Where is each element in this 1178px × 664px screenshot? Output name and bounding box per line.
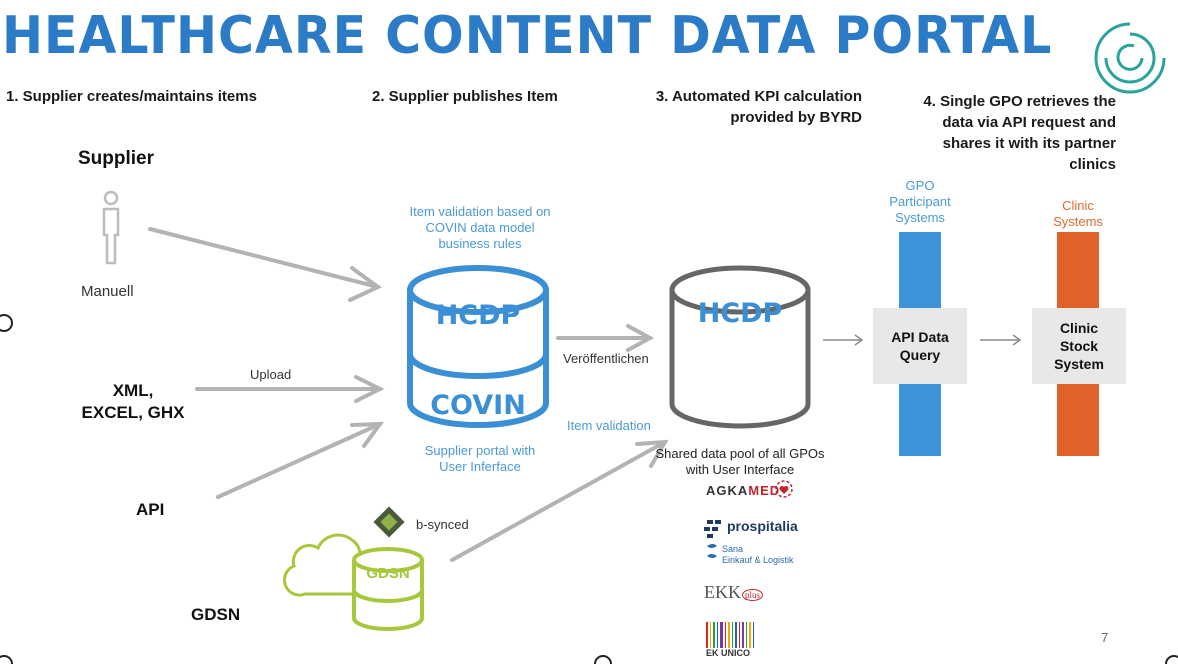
gdsn-cloud-icon <box>282 533 362 597</box>
veroeffentlichen-label: Veröffentlichen <box>563 351 649 366</box>
agkamed-logo: AGKAMED <box>706 483 781 498</box>
api-label: API <box>136 500 165 519</box>
person-icon <box>102 190 120 265</box>
ekunico-logo: EK UNICO <box>706 648 751 658</box>
sana-logo: Sana Einkauf & Logistik <box>722 544 794 565</box>
supplier-portal-note: Supplier portal with User Inferface <box>424 443 536 474</box>
item-validation-label: Item validation <box>567 418 651 433</box>
gdsn-label: GDSN <box>191 605 241 624</box>
prospitalia-logo-icon <box>704 520 721 538</box>
flow-arrows <box>823 334 1022 346</box>
xml-excel-label: XML, EXCEL, GHX <box>81 381 185 422</box>
hcdp-pool-database-icon <box>669 265 811 429</box>
prospitalia-logo: prospitalia <box>727 518 798 534</box>
step-4-heading: 4. Single GPO retrieves the data via API… <box>923 93 1116 173</box>
gpo-systems-note: GPO Participant Systems <box>889 178 951 225</box>
manuell-label: Manuell <box>81 283 134 300</box>
ekunico-barcode-icon <box>706 622 754 648</box>
api-data-query-box: API Data Query <box>873 308 967 384</box>
source-arrows <box>148 227 669 562</box>
bsynced-logo-icon <box>373 506 405 538</box>
agkamed-heart-icon <box>775 480 793 498</box>
clinic-systems-note: Clinic Systems <box>1053 198 1103 229</box>
shared-pool-note: Shared data pool of all GPOs with User I… <box>655 446 825 477</box>
bsynced-label: b-synced <box>416 517 469 532</box>
logo-rings-icon <box>1094 22 1166 94</box>
page-title: HEALTHCARE CONTENT DATA PORTAL <box>2 6 1053 66</box>
covin-validation-note: Item validation based on COVIN data mode… <box>409 204 551 251</box>
gdsn-database-icon <box>352 547 424 631</box>
step-1-heading: 1. Supplier creates/maintains items <box>6 88 257 105</box>
hcdp-pool-label: HCDP <box>697 298 783 329</box>
hcdp-covin-database-icon <box>407 265 549 428</box>
gdsn-db-label: GDSN <box>366 565 410 582</box>
step-2-heading: 2. Supplier publishes Item <box>372 88 558 105</box>
page-number: 7 <box>1101 630 1109 645</box>
sana-logo-icon <box>707 544 717 558</box>
step-3-heading: 3. Automated KPI calculation provided by… <box>655 88 862 126</box>
supplier-label: Supplier <box>78 148 155 169</box>
upload-label: Upload <box>250 367 292 382</box>
hcdp-covin-top-label: HCDP <box>435 300 521 331</box>
selection-handles <box>0 314 1178 664</box>
clinic-stock-system-box: Clinic Stock System <box>1032 308 1126 384</box>
hcdp-covin-bottom-label: COVIN <box>430 390 526 421</box>
